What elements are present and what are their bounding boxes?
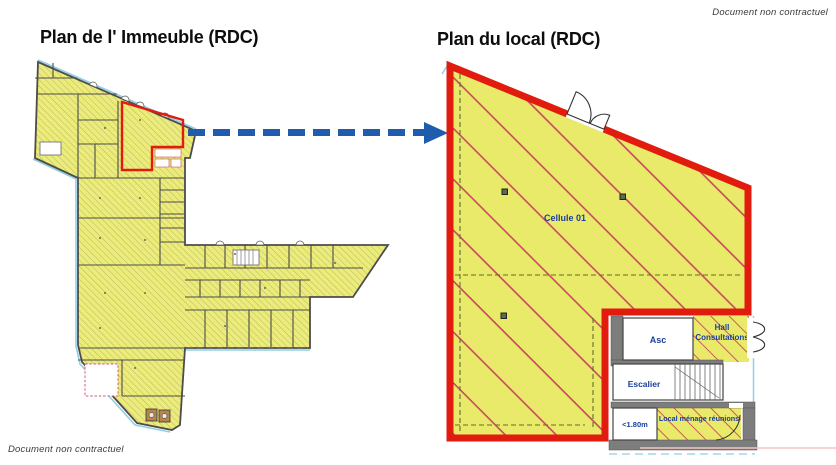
- cleaning-area: [657, 406, 741, 440]
- scan-artifact-line: [640, 447, 836, 449]
- hall-area: [693, 316, 749, 362]
- label-hall-1: Hall: [715, 323, 730, 332]
- hall-door-icon: [752, 321, 766, 353]
- clearance-room: [612, 407, 658, 441]
- building-plan-title: Plan de l' Immeuble (RDC): [40, 27, 259, 47]
- cleaning-door-gap: [729, 403, 743, 408]
- core-block: Asc Hall Consultations Escalier <1.80m L…: [608, 315, 766, 451]
- building-plan-drawing: [32, 59, 390, 433]
- column-dots: [99, 119, 336, 369]
- disclaimer-top: Document non contractuel: [712, 7, 828, 18]
- cleaning-door-icon: [715, 414, 741, 441]
- disclaimer-bottom: Document non contractuel: [8, 444, 124, 455]
- label-stairs: Escalier: [628, 379, 661, 389]
- local-plan-drawing: Cellule 01 Asc Hall Consultations: [441, 60, 766, 455]
- hall-door-gap: [747, 318, 756, 358]
- highlighted-local-outline: [120, 100, 185, 172]
- entrance-door-icon: [565, 91, 611, 133]
- mini-core-rooms: [154, 148, 182, 168]
- link-arrow-dashes: [188, 129, 426, 136]
- pillar-icons: [500, 188, 626, 319]
- link-arrow-head: [424, 122, 448, 144]
- sanitary-fixtures: [145, 408, 171, 423]
- label-cellule: Cellule 01: [544, 213, 586, 223]
- label-clearance: <1.80m: [622, 420, 648, 429]
- label-hall-2: Consultations: [695, 333, 749, 342]
- reserved-room: [84, 363, 119, 397]
- elevator-room: [622, 317, 694, 361]
- dashed-survey-lines: [455, 74, 743, 432]
- white-rooms: [39, 141, 260, 266]
- core-walls: [608, 315, 758, 451]
- label-cleaning: Local ménage réunions: [659, 414, 739, 423]
- local-plan-title: Plan du local (RDC): [437, 29, 601, 49]
- label-elevator: Asc: [650, 335, 667, 345]
- small-stairs-icon: [236, 250, 254, 265]
- local-cell-area: [446, 60, 752, 442]
- stairs-treads: [674, 364, 721, 400]
